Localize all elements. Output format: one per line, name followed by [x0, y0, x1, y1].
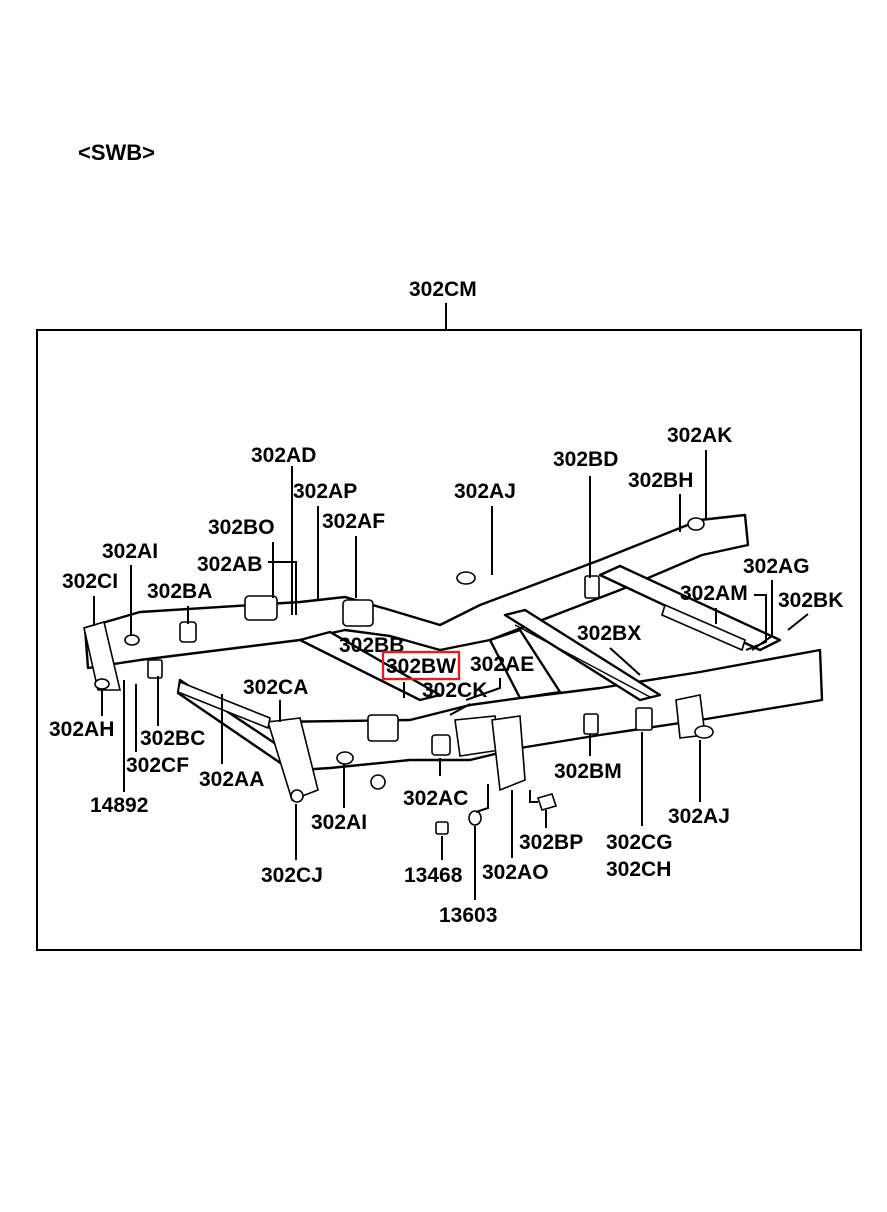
callout-302ae[interactable]: 302AE: [470, 653, 534, 676]
stabilizer-bar: [177, 680, 271, 730]
callout-302bm[interactable]: 302BM: [554, 760, 622, 783]
callout-302ac[interactable]: 302AC: [403, 787, 468, 810]
callout-302ba[interactable]: 302BA: [147, 580, 212, 603]
callout-302ao[interactable]: 302AO: [482, 861, 549, 884]
callout-302bk[interactable]: 302BK: [778, 589, 843, 612]
callout-302bc[interactable]: 302BC: [140, 727, 205, 750]
callout-302ai-front[interactable]: 302AI: [311, 811, 367, 834]
callout-302ad[interactable]: 302AD: [251, 444, 316, 467]
callout-302ab[interactable]: 302AB: [197, 553, 262, 576]
callout-302cg[interactable]: 302CG: [606, 831, 673, 854]
callout-302af[interactable]: 302AF: [322, 510, 385, 533]
callout-302bw[interactable]: 302BW: [386, 655, 456, 678]
callout-302ai-left[interactable]: 302AI: [102, 540, 158, 563]
callout-302ch[interactable]: 302CH: [606, 858, 671, 881]
mount-302cg: [635, 707, 653, 731]
callout-labels: 302AD 302AP 302AF 302BO 302AI 302AB 302C…: [49, 424, 843, 927]
mount-302ab: [244, 595, 278, 621]
callout-302ah[interactable]: 302AH: [49, 718, 114, 741]
callout-302am[interactable]: 302AM: [680, 582, 748, 605]
assembly-label: 302CM: [409, 278, 477, 301]
callout-302bp[interactable]: 302BP: [519, 831, 583, 854]
callout-302bo[interactable]: 302BO: [208, 516, 275, 539]
callout-302cj[interactable]: 302CJ: [261, 864, 323, 887]
variant-label: <SWB>: [78, 140, 155, 165]
callout-302ca[interactable]: 302CA: [243, 676, 308, 699]
clip-302bc: [147, 659, 163, 679]
callout-13603[interactable]: 13603: [439, 904, 497, 927]
callout-14892[interactable]: 14892: [90, 794, 148, 817]
leader-lines: [93, 450, 809, 900]
callout-13468[interactable]: 13468: [404, 864, 463, 887]
callout-302aj-top[interactable]: 302AJ: [454, 480, 516, 503]
callout-302ck[interactable]: 302CK: [422, 679, 487, 702]
washer-13603: [468, 810, 482, 826]
callout-302aj-right[interactable]: 302AJ: [668, 805, 730, 828]
nut-13468: [435, 821, 449, 835]
mount-302bm: [583, 713, 599, 735]
callout-302bh[interactable]: 302BH: [628, 469, 693, 492]
callout-302ci[interactable]: 302CI: [62, 570, 118, 593]
callout-302bd[interactable]: 302BD: [553, 448, 618, 471]
callout-302cf[interactable]: 302CF: [126, 754, 189, 777]
callout-302bb[interactable]: 302BB: [339, 634, 404, 657]
mount-302ba: [179, 621, 197, 643]
highlight-302bw: [381, 650, 461, 681]
callout-302aa[interactable]: 302AA: [199, 768, 264, 791]
chassis-frame: [83, 513, 824, 835]
bracket-302am: [661, 603, 746, 652]
block-302ac: [431, 734, 451, 756]
callout-302bx[interactable]: 302BX: [577, 622, 641, 645]
bracket-302cj: [266, 717, 319, 802]
callout-302ag[interactable]: 302AG: [743, 555, 810, 578]
bolt-302bp: [536, 793, 558, 811]
callout-302ak[interactable]: 302AK: [667, 424, 732, 447]
mount-302af: [342, 599, 374, 627]
mount-302bd: [584, 575, 600, 599]
assembly-border: [36, 329, 862, 951]
callout-302ap[interactable]: 302AP: [293, 480, 357, 503]
mount-302bb: [367, 714, 399, 742]
bracket-302ao: [491, 715, 526, 792]
bracket-302ci: [83, 620, 122, 691]
